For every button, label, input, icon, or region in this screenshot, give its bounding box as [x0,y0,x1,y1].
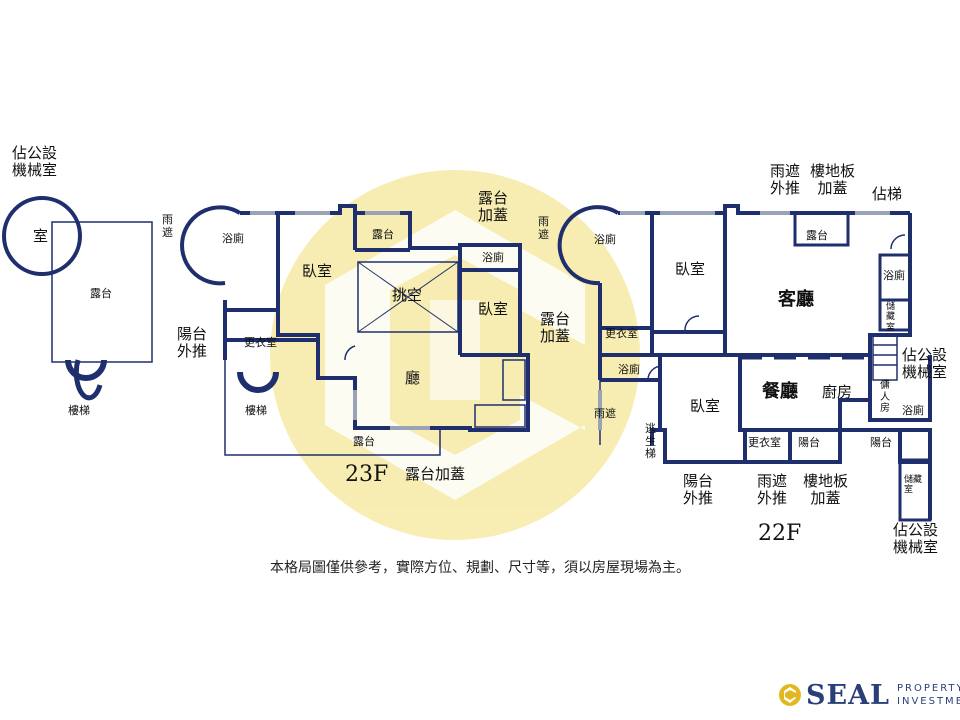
seal-logo-icon [779,684,801,706]
balcony-push-label-23f: 陽台 外推 [177,325,208,361]
bedroom-a-label-23f: 臥室 [302,262,333,280]
closet-b-label-22f: 更衣室 [748,436,781,449]
kitchen-label: 廚房 [822,383,853,401]
terrace-label-22f: 露台 [806,229,828,242]
canopy-push-label-top: 雨遮 外推 [770,162,801,198]
terrace-bottom-label: 露台 [353,435,375,448]
bath-a-label-22f: 浴廁 [594,233,616,246]
stairs-mid-label: 樓梯 [245,404,267,417]
stairs-left-label: 樓梯 [68,404,90,417]
floor-23f-label: 23F [345,462,389,487]
canopy-bottom-label-22f: 雨遮 [594,407,616,420]
bedroom-b-label-22f: 臥室 [690,397,721,415]
hall-label: 廳 [405,369,421,387]
round-room-label: 室 [33,227,49,245]
mech-room-label-left: 佔公設 機械室 [12,144,58,180]
bath-mid-label: 浴廁 [482,251,504,264]
maid-room-label: 傭 人 房 [880,380,890,414]
mech-room-label-top: 佔公設 機械室 [902,346,948,382]
floor-22f-label: 22F [758,521,802,546]
atrium-label: 挑空 [392,286,423,304]
bath-maid-label: 浴廁 [902,404,924,417]
round-room [2,196,82,276]
living-room-label: 客廳 [778,289,814,310]
closet-a-label-22f: 更衣室 [605,327,638,340]
bedroom-a-label-22f: 臥室 [675,260,706,278]
terrace-small-label: 露台 [372,228,394,241]
logo-subtitle: PROPERTYINVESTMENT [897,683,960,707]
balcony-push-label-22f: 陽台 外推 [683,472,714,508]
terrace-roof-bottom-label: 露台加蓋 [405,465,466,483]
storage-bottom-label-22f: 儲藏 室 [904,475,923,496]
bath-left-label: 浴廁 [222,232,244,245]
terrace-left-label: 露台 [90,287,112,300]
mech-room-label-bottom: 佔公設 機械室 [893,521,939,557]
balcony-right-label-22f: 陽台 [870,436,892,449]
bath-right-label-22f: 浴廁 [883,269,905,282]
floor-cover-label-top: 樓地板 加蓋 [810,162,856,198]
logo-wordmark: SEAL [806,679,891,711]
dining-room-label: 餐廳 [762,381,798,402]
balcony-small-label-22f: 陽台 [798,436,820,449]
disclaimer-note: 本格局圖僅供參考，實際方位、規劃、尺寸等，須以房屋現場為主。 [270,560,690,576]
company-logo: SEAL PROPERTYINVESTMENT [778,679,960,711]
terrace-roof-top-label: 露台 加蓋 [478,189,509,225]
storage-label-22f: 儲 藏 室 [886,302,896,333]
bath-b-label-22f: 浴廁 [618,363,640,376]
closet-label-23f: 更衣室 [244,336,277,349]
watermark [270,170,640,540]
canopy-push-label-bottom: 雨遮 外推 [757,472,788,508]
terrace-roof-right-label: 露台 加蓋 [540,310,571,346]
canopy-label-23f: 雨 遮 [162,213,173,239]
stairs-share-label: 佔梯 [872,185,903,203]
canopy-left-label-22f: 雨 遮 [538,215,549,241]
bedroom-b-label-23f: 臥室 [478,300,509,318]
floor-cover-label-bottom: 樓地板 加蓋 [803,472,849,508]
escape-stairs-label: 逃 生 梯 [645,422,656,461]
